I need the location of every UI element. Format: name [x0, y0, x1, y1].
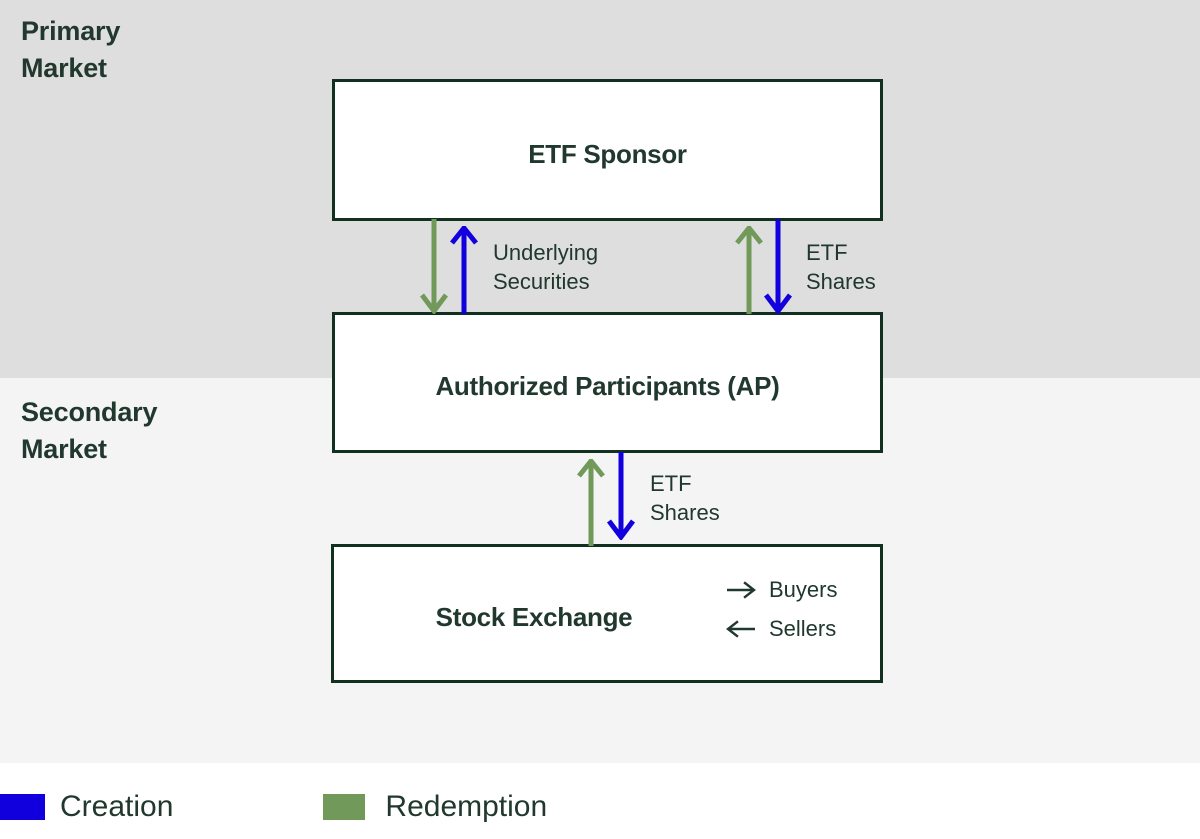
participant-sellers: Sellers [726, 616, 837, 642]
stock-exchange-box[interactable]: Stock Exchange Buyers Sellers [331, 544, 883, 683]
etf-sponsor-box[interactable]: ETF Sponsor [332, 79, 883, 221]
creation-down-arrow-etf-shares-secondary [607, 452, 635, 540]
creation-up-arrow-underlying [450, 226, 478, 314]
redemption-down-arrow-underlying [420, 219, 448, 314]
legend-swatch-redemption [323, 794, 366, 820]
primary-market-label: Primary Market [21, 16, 121, 83]
legend-band [0, 763, 1200, 839]
creation-down-arrow-etf-shares-primary [764, 219, 792, 314]
authorized-participants-box[interactable]: Authorized Participants (AP) [332, 312, 883, 453]
flow-caption-underlying-securities: Underlying Securities [493, 240, 599, 294]
legend-swatch-creation [0, 794, 45, 820]
flow-caption-etf-shares-primary: ETF Shares [806, 240, 876, 294]
participant-label-sellers: Sellers [769, 616, 837, 641]
participant-buyers: Buyers [726, 577, 837, 603]
authorized-participants-title: Authorized Participants (AP) [435, 371, 780, 401]
legend: Creation Redemption [0, 790, 547, 824]
stock-exchange-title: Stock Exchange [435, 602, 633, 632]
participant-label-buyers: Buyers [769, 577, 838, 602]
etf-sponsor-title: ETF Sponsor [528, 139, 687, 169]
arrow-right-icon [727, 581, 756, 599]
secondary-market-label: Secondary Market [21, 397, 158, 464]
arrow-left-icon [726, 620, 755, 638]
exchange-participants-list: Buyers Sellers [726, 577, 837, 642]
legend-label-creation: Creation [60, 790, 174, 823]
redemption-up-arrow-etf-shares-primary [735, 226, 763, 314]
legend-label-redemption: Redemption [385, 790, 548, 823]
redemption-up-arrow-etf-shares-secondary [577, 459, 605, 546]
legend-item-creation[interactable]: Creation [0, 790, 173, 824]
legend-item-redemption[interactable]: Redemption [323, 790, 547, 824]
flow-caption-etf-shares-secondary: ETF Shares [650, 471, 720, 525]
